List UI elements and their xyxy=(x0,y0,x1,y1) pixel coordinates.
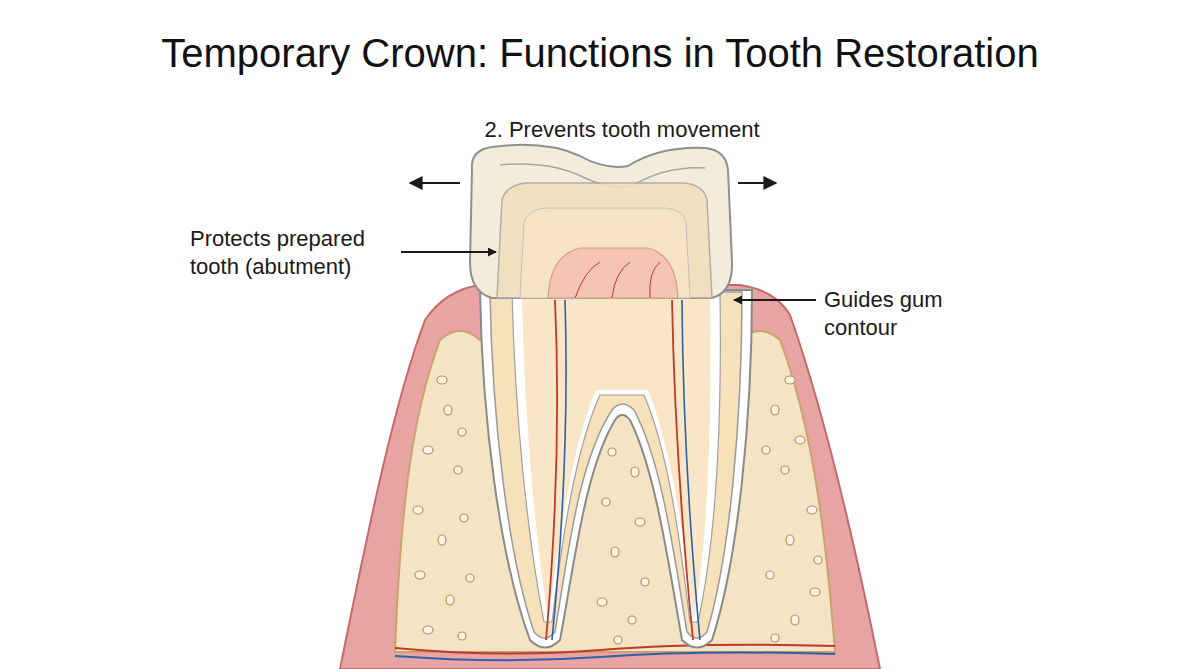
bone-pore xyxy=(602,498,610,506)
bone-pore xyxy=(791,615,799,625)
leader-line xyxy=(734,299,816,301)
canal-artery xyxy=(546,300,557,640)
bone-pore xyxy=(785,376,795,384)
movement-arrow xyxy=(738,182,776,184)
diagram-title: Temporary Crown: Functions in Tooth Rest… xyxy=(0,28,1200,78)
bone-pore xyxy=(762,446,770,454)
bone-pore xyxy=(413,506,423,514)
bone-pore xyxy=(423,626,433,634)
bone-pore xyxy=(781,466,789,474)
bone-pore xyxy=(423,446,433,454)
temporary-crown xyxy=(470,145,732,298)
bone-pore xyxy=(766,571,774,579)
vein xyxy=(395,653,835,661)
bone-pore xyxy=(786,535,794,545)
bone-pore xyxy=(631,467,639,477)
root-cementum xyxy=(480,290,752,648)
bone-pore xyxy=(807,506,817,514)
root-dentin xyxy=(490,292,742,638)
bone-pore xyxy=(771,634,779,642)
bone-pore xyxy=(458,632,466,640)
bone-pore xyxy=(597,598,607,606)
callout-label: Guides gum contour xyxy=(824,286,984,341)
bone-pore xyxy=(437,376,447,384)
bone-pore xyxy=(460,514,468,522)
bone-pore xyxy=(771,405,779,415)
canal-vein xyxy=(682,300,700,640)
dentin-core xyxy=(520,208,690,298)
pulp-vessels xyxy=(575,262,660,298)
movement-arrow xyxy=(410,182,460,184)
bone-pore xyxy=(444,405,452,415)
bone-pore xyxy=(641,578,649,586)
root-canal-wall xyxy=(512,292,720,622)
bone-pore xyxy=(608,448,616,456)
bone-pore xyxy=(628,616,636,624)
prepared-tooth xyxy=(497,183,712,298)
callout-label: Protects prepared tooth (abutment) xyxy=(190,225,396,280)
bone-pore xyxy=(814,556,822,564)
canal-vein xyxy=(552,300,566,640)
bone-pore xyxy=(438,535,446,545)
bone-pore xyxy=(810,588,820,596)
bone-pore xyxy=(458,428,466,436)
bone-pore xyxy=(611,547,619,557)
bone-pore xyxy=(446,595,454,605)
bone-pore xyxy=(614,636,622,644)
bone-pore xyxy=(415,571,425,579)
bone-pore xyxy=(795,436,805,444)
gum-tissue xyxy=(340,285,880,669)
bone-pore xyxy=(635,518,645,526)
bone-pore xyxy=(466,574,474,582)
function-label: 2. Prevents tooth movement xyxy=(372,116,872,144)
bone-pore xyxy=(454,466,462,474)
leader-line xyxy=(401,251,496,253)
pulp-chamber xyxy=(548,248,678,298)
